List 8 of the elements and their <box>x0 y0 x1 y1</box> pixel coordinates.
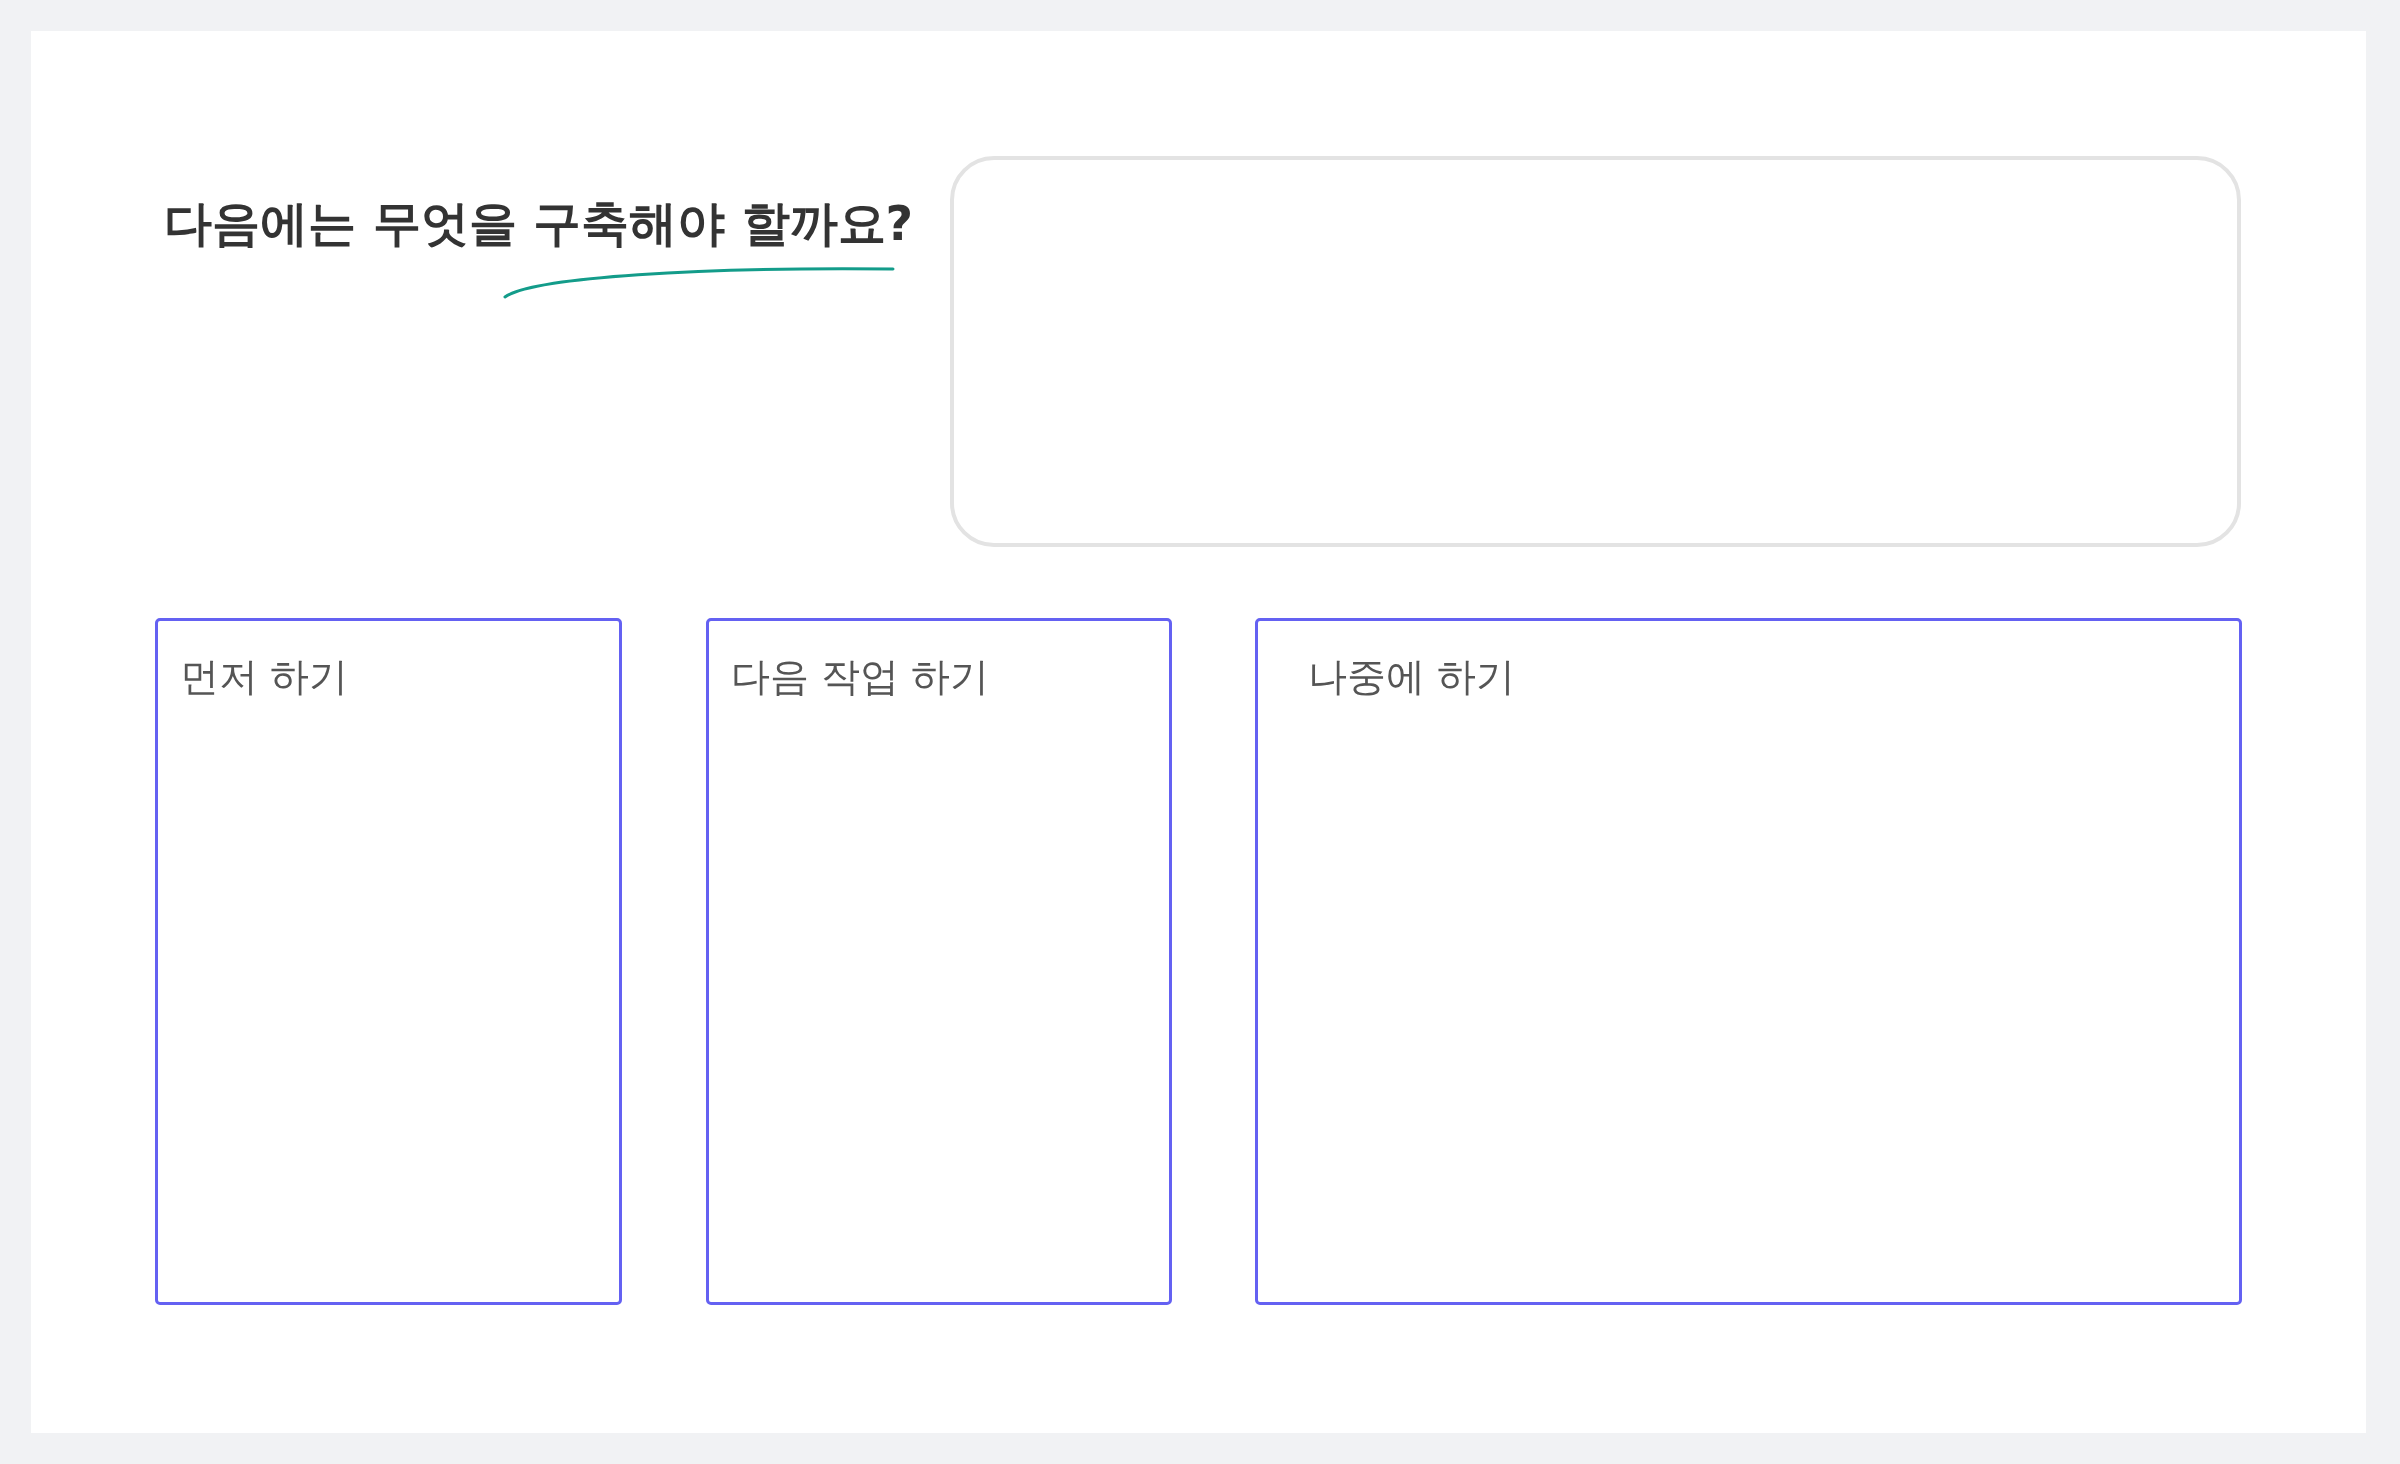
title-text: 다음에는 무엇을 구축해야 할까요? <box>164 195 914 253</box>
column-panel <box>1255 618 2242 1305</box>
column-panel <box>155 618 622 1305</box>
column-heading: 나중에 하기 <box>1308 653 1516 701</box>
column-panel <box>706 618 1172 1305</box>
column-heading: 먼저 하기 <box>180 653 349 701</box>
column-heading: 다음 작업 하기 <box>731 653 990 701</box>
rounded-panel <box>950 156 2241 547</box>
